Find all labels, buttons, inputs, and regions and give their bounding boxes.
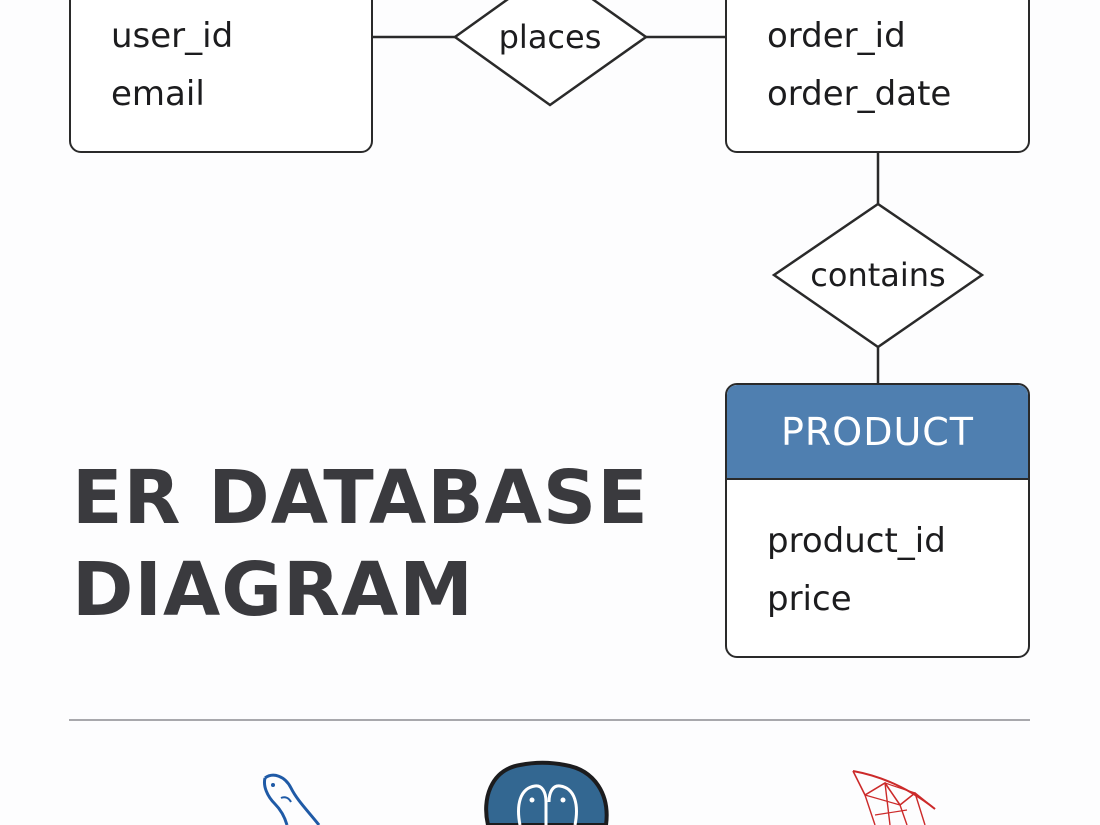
title-line-2: DIAGRAM xyxy=(72,547,474,633)
attribute-order-date: order_date xyxy=(767,74,952,114)
user-entity[interactable]: user_id email xyxy=(69,0,373,153)
postgresql-elephant-icon xyxy=(484,760,609,825)
product-entity-header: PRODUCT xyxy=(727,385,1028,480)
places-label: places xyxy=(499,18,602,56)
attribute-price: price xyxy=(767,579,852,619)
attribute-email: email xyxy=(111,74,205,114)
user-attributes: user_id email xyxy=(111,7,233,123)
contains-diamond xyxy=(771,202,985,349)
attribute-user-id: user_id xyxy=(111,16,234,56)
order-entity[interactable]: order_id order_date xyxy=(725,0,1030,153)
page-title: ER DATABASE DIAGRAM xyxy=(72,452,649,636)
mysql-dolphin-icon xyxy=(263,773,321,825)
title-line-1: ER DATABASE xyxy=(72,455,649,541)
order-attributes: order_id order_date xyxy=(767,7,951,123)
places-diamond xyxy=(452,0,649,107)
contains-label: contains xyxy=(810,256,945,294)
product-attributes: product_id price xyxy=(767,512,946,628)
attribute-product-id: product_id xyxy=(767,521,946,561)
divider xyxy=(69,719,1030,721)
sql-server-icon xyxy=(852,770,936,825)
attribute-order-id: order_id xyxy=(767,16,906,56)
product-entity[interactable]: PRODUCT product_id price xyxy=(725,383,1030,658)
